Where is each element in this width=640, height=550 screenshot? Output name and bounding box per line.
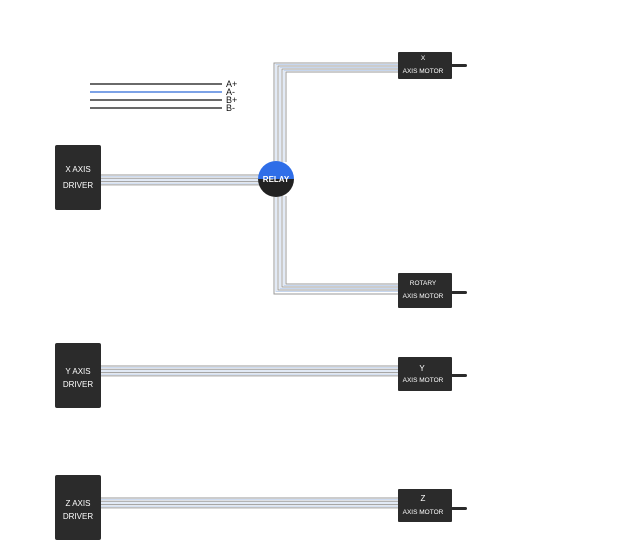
z-axis-motor-label-2: AXIS MOTOR (403, 509, 444, 516)
x-axis-motor: X AXIS MOTOR (398, 52, 467, 79)
legend-label-a-plus: A+ (226, 79, 237, 89)
relay-x-motor-gap-1 (275, 64, 398, 162)
rotary-axis-motor-label-1: ROTARY (410, 280, 437, 287)
x-axis-driver-label-2: DRIVER (63, 181, 93, 190)
x-axis-motor-body (398, 52, 452, 79)
relay-x-motor-wire-3 (281, 68, 398, 162)
relay-rotary-motor-wire-4 (273, 196, 398, 295)
relay-x-motor-wire-4 (285, 71, 398, 162)
z-axis-driver-label-2: DRIVER (63, 512, 93, 521)
relay-rotary-motor-gap-2 (279, 196, 398, 289)
z-axis-motor: Z AXIS MOTOR (398, 489, 467, 522)
z-axis-motor-label-1: Z (421, 494, 426, 503)
relay-x-motor-wire-1 (273, 62, 398, 162)
relay-rotary-motor-wire-1 (285, 196, 398, 285)
legend-label-a-minus: A- (226, 87, 235, 97)
legend-label-b-plus: B+ (226, 95, 237, 105)
y-axis-motor: Y AXIS MOTOR (398, 357, 467, 391)
y-axis-motor-label-1: Y (419, 364, 425, 373)
relay-rotary-motor-wire-3 (277, 196, 398, 291)
rotary-axis-motor-body (398, 273, 452, 308)
wire-legend: A+ A- B+ B- (90, 79, 237, 113)
y-axis-motor-body (398, 357, 452, 391)
y-axis-driver: Y AXIS DRIVER (55, 343, 101, 408)
x-axis-driver-box (55, 145, 101, 210)
relay-bottom-half (258, 179, 294, 197)
relay-top-half (258, 161, 294, 179)
z-axis-driver: Z AXIS DRIVER (55, 475, 101, 540)
wire-bundles (101, 62, 398, 509)
relay-label: RELAY (263, 175, 290, 184)
z-axis-driver-box (55, 475, 101, 540)
relay-rotary-motor-gap-3 (275, 196, 398, 292)
x-axis-driver: X AXIS DRIVER (55, 145, 101, 210)
rotary-axis-motor: ROTARY AXIS MOTOR (398, 273, 467, 308)
legend-label-b-minus: B- (226, 103, 235, 113)
relay-x-motor-gap-2 (279, 67, 398, 162)
y-axis-driver-label-2: DRIVER (63, 380, 93, 389)
z-axis-driver-label-1: Z AXIS (66, 499, 91, 508)
z-axis-motor-body (398, 489, 452, 522)
x-axis-driver-label-1: X AXIS (65, 165, 90, 174)
y-axis-driver-box (55, 343, 101, 408)
rotary-axis-motor-label-2: AXIS MOTOR (403, 293, 444, 300)
relay-rotary-motor-gap-1 (283, 196, 398, 286)
x-axis-motor-label-1: X (421, 55, 426, 62)
y-axis-motor-label-2: AXIS MOTOR (403, 377, 444, 384)
z-axis-motor-shaft (451, 507, 467, 510)
rotary-axis-motor-shaft (451, 291, 467, 294)
y-axis-motor-shaft (451, 374, 467, 377)
x-axis-motor-label-2: AXIS MOTOR (403, 68, 444, 75)
x-axis-motor-shaft (451, 64, 467, 67)
relay-x-motor-wire-2 (277, 65, 398, 162)
y-axis-driver-label-1: Y AXIS (65, 367, 90, 376)
relay: RELAY (258, 161, 294, 197)
relay-x-motor-gap-3 (283, 70, 398, 162)
relay-rotary-motor-wire-2 (281, 196, 398, 288)
